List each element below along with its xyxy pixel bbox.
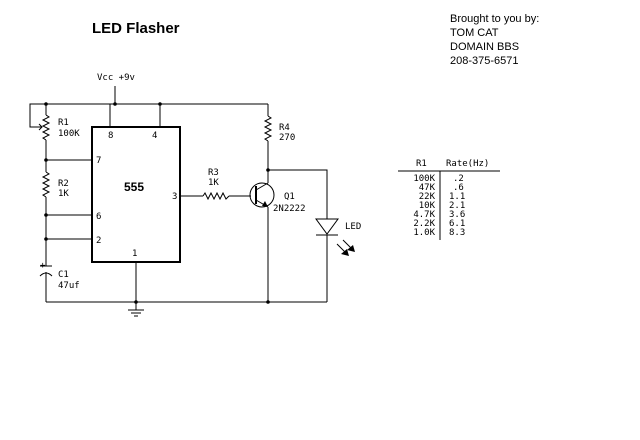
rate-table-r1-cell: 10K xyxy=(419,201,436,211)
rate-table-rate-cell: .6 xyxy=(453,183,464,193)
r1-value: 100K xyxy=(58,129,80,139)
led-supply-wire xyxy=(268,169,328,219)
c1-ref: C1 xyxy=(58,270,69,280)
credit-line-bbs: DOMAIN BBS xyxy=(450,41,520,53)
rate-table-rate-cell: .2 xyxy=(453,174,464,184)
ic-pin2-label: 2 xyxy=(96,236,101,246)
rate-table-rate-cell: 3.6 xyxy=(449,210,465,220)
rate-table-rate-cell: 1.1 xyxy=(449,192,465,202)
credit-line-author: TOM CAT xyxy=(450,27,499,39)
q1-part: 2N2222 xyxy=(273,204,306,214)
rate-table-r1-cell: 2.2K xyxy=(413,219,435,229)
r2-resistor xyxy=(41,160,51,266)
r1-potentiometer xyxy=(29,103,51,160)
q1-ref: Q1 xyxy=(284,192,295,202)
credit-line-phone: 208-375-6571 xyxy=(450,55,519,67)
r4-ref: R4 xyxy=(279,123,290,133)
rate-table-rate-cell: 2.1 xyxy=(449,201,465,211)
r2-value: 1K xyxy=(58,189,69,199)
rate-table-r1-cell: 100K xyxy=(413,174,435,184)
junction-ground xyxy=(134,300,138,304)
ic-pin4-label: 4 xyxy=(152,131,157,141)
c1-value: 47uf xyxy=(58,281,80,291)
r4-value: 270 xyxy=(279,133,295,143)
r3-resistor xyxy=(180,191,251,201)
ic-555-body xyxy=(91,126,181,263)
rate-table-r1-cell: 4.7K xyxy=(413,210,435,220)
c1-capacitor xyxy=(39,265,53,302)
r1-ref: R1 xyxy=(58,118,69,128)
r3-value: 1K xyxy=(208,178,219,188)
c1-polarity: + xyxy=(40,261,46,271)
r4-resistor xyxy=(263,104,273,170)
credit-block: Brought to you by: TOM CAT DOMAIN BBS 20… xyxy=(450,12,539,68)
q1-transistor xyxy=(249,170,275,302)
vcc-label: Vcc +9v xyxy=(97,73,135,83)
led-diode xyxy=(315,218,355,302)
rate-table-r1-cell: 22K xyxy=(419,192,436,202)
ic-pin3-label: 3 xyxy=(172,192,177,202)
ic-pin6-label: 6 xyxy=(96,212,101,222)
rate-table: R1 Rate(Hz) 100K .2 47K .6 22K 1.1 10K 2… xyxy=(398,159,500,240)
credit-line-intro: Brought to you by: xyxy=(450,13,540,25)
rate-table-header-r1: R1 xyxy=(416,159,427,169)
led-label: LED xyxy=(345,222,361,232)
r2-ref: R2 xyxy=(58,179,69,189)
ic-pin7-label: 7 xyxy=(96,156,101,166)
r3-ref: R3 xyxy=(208,168,219,178)
junction-vcc xyxy=(113,102,117,106)
rate-table-r1-cell: 47K xyxy=(419,183,436,193)
ic-pin8-label: 8 xyxy=(108,131,113,141)
ground-symbol xyxy=(128,309,144,317)
rate-table-rate-cell: 8.3 xyxy=(449,228,465,238)
ic-name: 555 xyxy=(124,180,144,194)
rate-table-r1-cell: 1.0K xyxy=(413,228,435,238)
page-title: LED Flasher xyxy=(92,20,180,37)
rate-table-header-rate: Rate(Hz) xyxy=(446,159,489,169)
rate-table-rate-cell: 6.1 xyxy=(449,219,465,229)
ic-pin1-label: 1 xyxy=(132,249,137,259)
